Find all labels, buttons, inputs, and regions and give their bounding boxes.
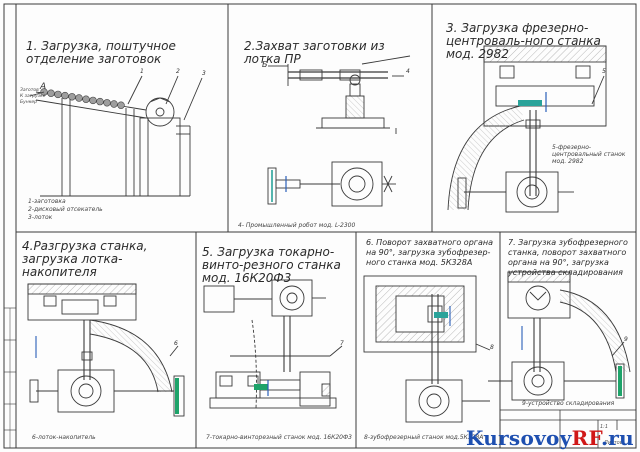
panel3-note-1: 5-фрезерно-центровальный станок мод. 298… xyxy=(552,144,626,165)
panel5-title: 5. Загрузка токарно-винто-резного станка… xyxy=(202,245,341,285)
watermark-main: Kursovoy xyxy=(466,426,572,450)
watermark-domain: .ru xyxy=(601,426,634,450)
title-block xyxy=(499,409,637,449)
panel3-drawing xyxy=(447,45,607,213)
watermark-accent: RF xyxy=(571,426,602,450)
panel6-accent xyxy=(434,306,451,326)
panel1-note-1: 1-заготовка xyxy=(28,198,66,205)
panel1-side-text-3: Бункер xyxy=(20,100,38,105)
panel6-drawing xyxy=(363,275,491,423)
panel2-drawing xyxy=(267,55,411,207)
panel6-title: 6. Поворот захватного органа на 90°, заг… xyxy=(366,238,494,267)
panel4-callout-6: 6 xyxy=(174,340,178,347)
panel1-callout-2: 2 xyxy=(176,68,180,75)
panel1-drawing xyxy=(29,75,203,197)
panel3-title: 3. Загрузка фрезерно-центроваль-ного ста… xyxy=(446,21,601,61)
panel5-drawing xyxy=(203,279,343,409)
panel7-callout-9: 9 xyxy=(624,336,628,343)
panel2-title: 2.Захват заготовки из лотка ПР xyxy=(244,39,385,66)
sheet-frame xyxy=(3,3,637,449)
panel7-note-1: 9-устройство складирования xyxy=(522,400,615,407)
panel5-callout-7: 7 xyxy=(340,340,344,347)
panel6-callout-8: 8 xyxy=(490,344,494,351)
panel7-drawing xyxy=(488,271,631,401)
panel4-title: 4.Разгрузка станка, загрузка лотка-накоп… xyxy=(22,239,148,279)
panel5-accent xyxy=(254,380,269,396)
title-block-scale: 1:1 xyxy=(600,424,609,430)
watermark-logo: KursovoyRF.ru xyxy=(466,426,634,450)
panel1-note-3: 3-лоток xyxy=(28,214,53,221)
panel6-note-1: 8-зубофрезерный станок мод.5К328А xyxy=(364,434,484,441)
panel1-side-text-2: К загрузке xyxy=(20,94,46,99)
panel4-note-1: 6-лоток-накопитель xyxy=(32,434,96,441)
title-block-sheet: Листов xyxy=(604,440,623,446)
panel1-side-text-1: Заготов xyxy=(20,88,39,93)
panel1-note-2: 2-дисковый отсекатель xyxy=(28,206,103,213)
panel4-accent xyxy=(35,336,179,414)
panel5-note-1: 7-токарно-винторезный станок мод. 16К20Ф… xyxy=(206,434,352,441)
panel7-title: 7. Загрузка зубофрезерного станка, повор… xyxy=(508,238,628,277)
panel1-callout-3: 3 xyxy=(202,70,206,77)
panel3-accent xyxy=(518,92,547,112)
panel2-view-label: Б xyxy=(262,60,268,69)
panel2-note-1: 4- Промышленный робот мод. L-2300 xyxy=(238,222,356,229)
panel4-drawing xyxy=(27,283,185,417)
panel3-callout-5: 5 xyxy=(602,68,606,75)
panel-grid xyxy=(16,4,636,448)
panel7-accent xyxy=(521,326,622,396)
panel1-view-label: A xyxy=(40,82,47,92)
panel2-callout-4: 4 xyxy=(406,68,410,75)
panel1-title: 1. Загрузка, поштучное отделение заготов… xyxy=(26,39,176,66)
panel1-callout-1: 1 xyxy=(140,68,144,75)
